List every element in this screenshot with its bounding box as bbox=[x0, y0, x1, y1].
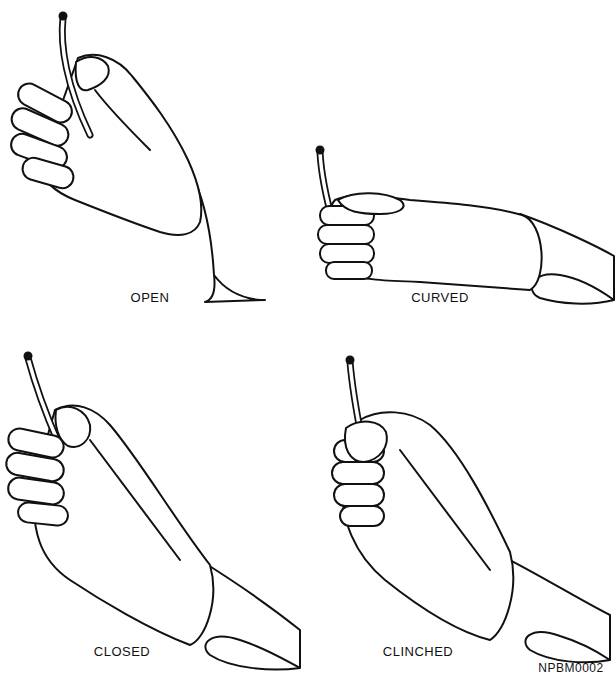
hand-outline bbox=[40, 55, 201, 235]
finger bbox=[326, 262, 372, 279]
clinched-grip-hand bbox=[332, 356, 610, 663]
rod-tip bbox=[316, 146, 325, 155]
knuckle-line bbox=[90, 440, 180, 560]
finger bbox=[334, 484, 384, 506]
rod bbox=[28, 358, 58, 442]
knuckle-line bbox=[95, 90, 150, 150]
sleeve bbox=[200, 560, 300, 669]
knuckle-line bbox=[400, 450, 490, 570]
open-grip-hand bbox=[8, 12, 265, 303]
finger bbox=[7, 476, 66, 506]
figure-id: NPBM0002 bbox=[538, 661, 603, 675]
finger bbox=[340, 506, 384, 526]
finger bbox=[20, 155, 76, 190]
rod bbox=[28, 358, 58, 442]
closed-grip-hand bbox=[5, 352, 300, 670]
grip-label: CLOSED bbox=[94, 644, 150, 659]
finger bbox=[320, 244, 374, 263]
sleeve bbox=[500, 555, 610, 662]
thumb bbox=[338, 193, 404, 214]
rod-tip bbox=[24, 352, 33, 361]
curved-grip-hand bbox=[316, 146, 615, 304]
finger bbox=[17, 501, 69, 526]
thumb bbox=[345, 422, 387, 462]
thumb bbox=[76, 57, 109, 90]
grip-label: CLINCHED bbox=[383, 644, 453, 659]
finger bbox=[332, 462, 384, 484]
sleeve bbox=[190, 170, 265, 302]
grip-label: OPEN bbox=[131, 290, 170, 305]
rod-tip bbox=[346, 356, 355, 365]
rod-tip bbox=[59, 12, 68, 21]
thumb bbox=[56, 407, 91, 447]
finger bbox=[318, 225, 374, 244]
grip-label: CURVED bbox=[411, 290, 469, 305]
